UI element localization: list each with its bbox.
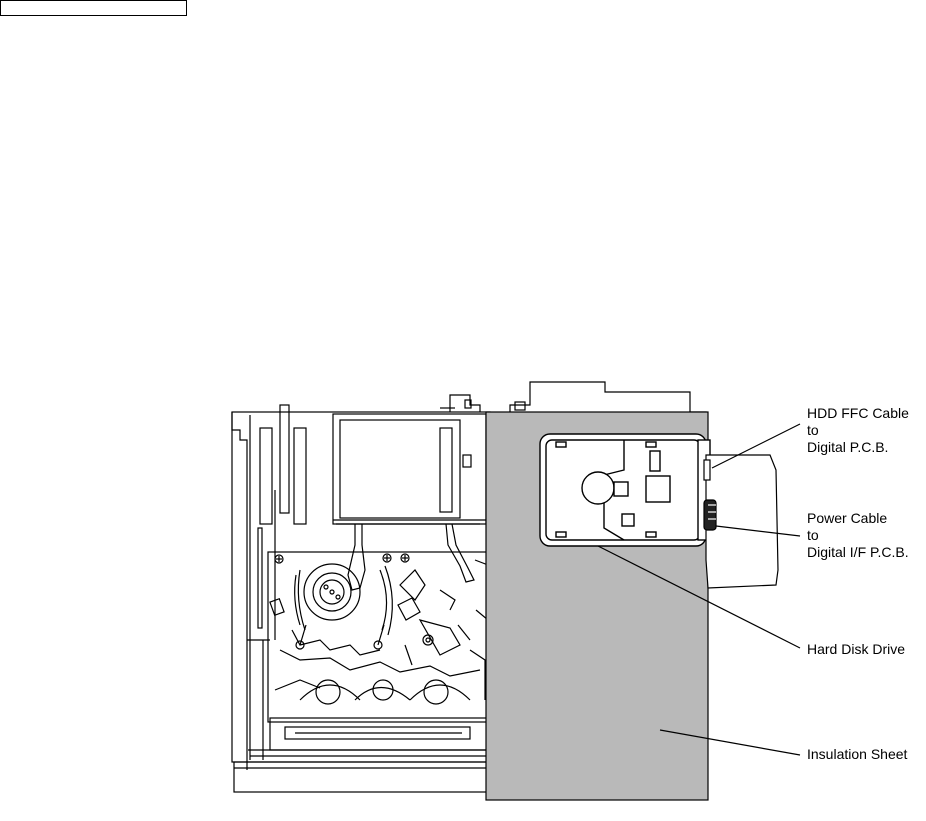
header-box <box>0 0 187 16</box>
callout-insulation-sheet: Insulation Sheet <box>807 746 907 763</box>
callout-hard-disk-drive: Hard Disk Drive <box>807 641 905 658</box>
callout-line: HDD FFC Cable <box>807 405 909 421</box>
callout-hdd-ffc-cable: HDD FFC Cable to Digital P.C.B. <box>807 405 909 456</box>
callout-label: Hard Disk Drive <box>807 641 906 657</box>
leader-lines <box>597 423 801 756</box>
callout-line: Power Cable <box>807 510 888 526</box>
chassis-frame <box>231 404 491 793</box>
hard-disk-drive <box>539 433 711 547</box>
leader-power-cable <box>715 525 801 537</box>
callout-line: Digital I/F P.C.B. <box>807 544 909 560</box>
top-bracket <box>440 381 691 412</box>
tape-window <box>332 413 487 525</box>
leader-insulation-sheet <box>659 729 801 756</box>
callout-label: Insulation Sheet <box>807 746 908 762</box>
callout-line: to <box>807 422 819 438</box>
cylinder-head <box>274 553 410 636</box>
hdd-cables <box>703 454 779 589</box>
ribbon-cables <box>347 523 475 591</box>
callout-line: to <box>807 527 819 543</box>
leader-hard-disk-drive <box>597 545 801 649</box>
leader-hdd-ffc-cable <box>711 423 801 469</box>
callout-power-cable: Power Cable to Digital I/F P.C.B. <box>807 510 909 561</box>
callout-line: Digital P.C.B. <box>807 439 889 455</box>
loading-mechanism <box>269 559 489 705</box>
